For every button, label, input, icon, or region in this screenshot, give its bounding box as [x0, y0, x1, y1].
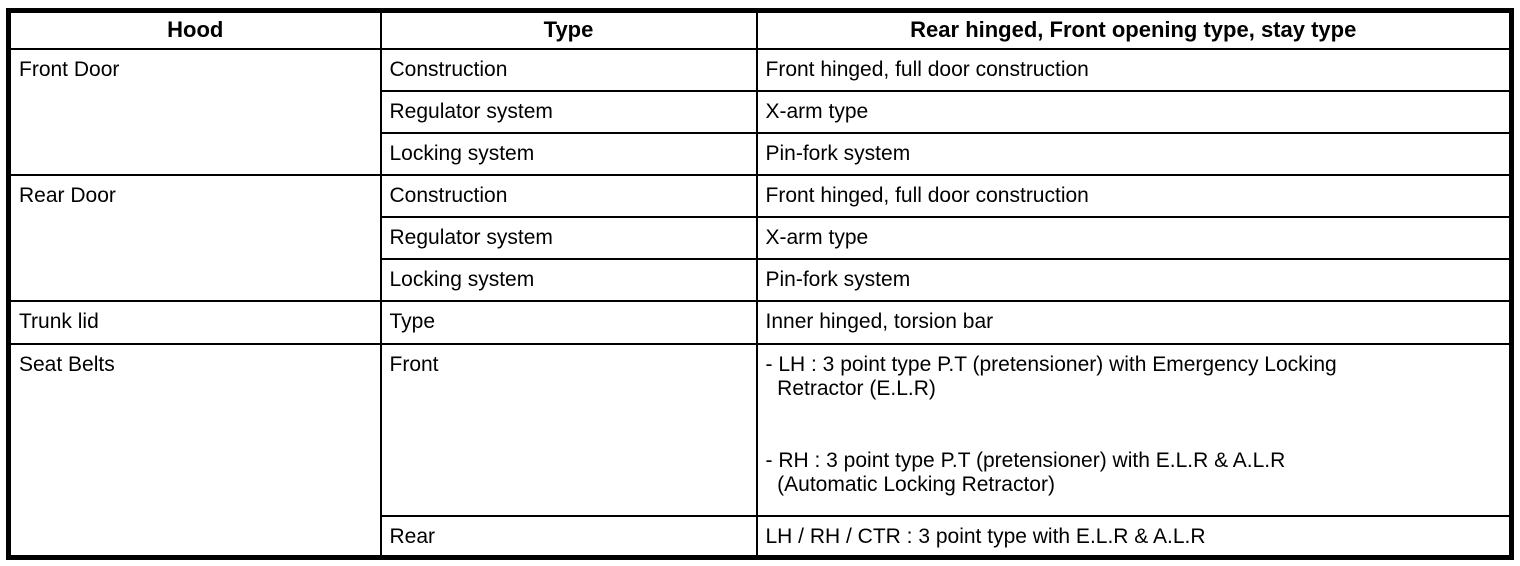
cell-value: LH / RH / CTR : 3 point type with E.L.R …: [755, 515, 1513, 559]
cell-value: X-arm type: [755, 216, 1513, 261]
table-row: Rear LH / RH / CTR : 3 point type with E…: [9, 515, 1513, 559]
cell-value: - LH : 3 point type P.T (pretensioner) w…: [755, 342, 1513, 518]
cell-item-front-door: Front Door: [7, 47, 382, 176]
cell-value: Front hinged, full door construction: [755, 173, 1513, 219]
table-row: Seat Belts Front - LH : 3 point type P.T…: [7, 342, 1513, 559]
cell-attribute: Regulator system: [379, 216, 758, 261]
cell-attribute: Front: [379, 342, 758, 518]
table-row: Locking system Pin-fork system: [9, 131, 1513, 176]
cell-attribute: Construction: [379, 47, 758, 92]
header-type: Type: [379, 9, 758, 50]
cell-value: Pin-fork system: [755, 258, 1513, 303]
table-row: Rear Door Construction Front hinged, ful…: [7, 173, 1513, 303]
table-row: Regulator system X-arm type: [9, 89, 1513, 134]
cell-value: Front hinged, full door construction: [755, 47, 1513, 92]
cell-value: Inner hinged, torsion bar: [755, 300, 1513, 345]
header-hood: Hood: [7, 9, 382, 50]
table-row: Regulator system X-arm type: [9, 216, 1513, 261]
cell-item-trunk-lid: Trunk lid: [7, 300, 382, 345]
table-row: Locking system Pin-fork system: [9, 258, 1513, 303]
table-row: Front Door Construction Front hinged, fu…: [7, 47, 1513, 176]
table-row: Trunk lid Type Inner hinged, torsion bar: [7, 300, 1513, 345]
cell-attribute: Construction: [379, 173, 758, 219]
cell-attribute: Locking system: [379, 258, 758, 303]
cell-item-seat-belts: Seat Belts: [7, 342, 382, 559]
cell-attribute: Regulator system: [379, 89, 758, 134]
cell-attribute: Locking system: [379, 131, 758, 176]
cell-item-rear-door: Rear Door: [7, 173, 382, 303]
table-header-row: Hood Type Rear hinged, Front opening typ…: [7, 9, 1513, 50]
cell-attribute: Type: [379, 300, 758, 345]
header-value: Rear hinged, Front opening type, stay ty…: [755, 9, 1513, 50]
cell-value: X-arm type: [755, 89, 1513, 134]
cell-value: Pin-fork system: [755, 131, 1513, 176]
cell-attribute: Rear: [379, 515, 758, 559]
specifications-table: Hood Type Rear hinged, Front opening typ…: [6, 8, 1514, 560]
